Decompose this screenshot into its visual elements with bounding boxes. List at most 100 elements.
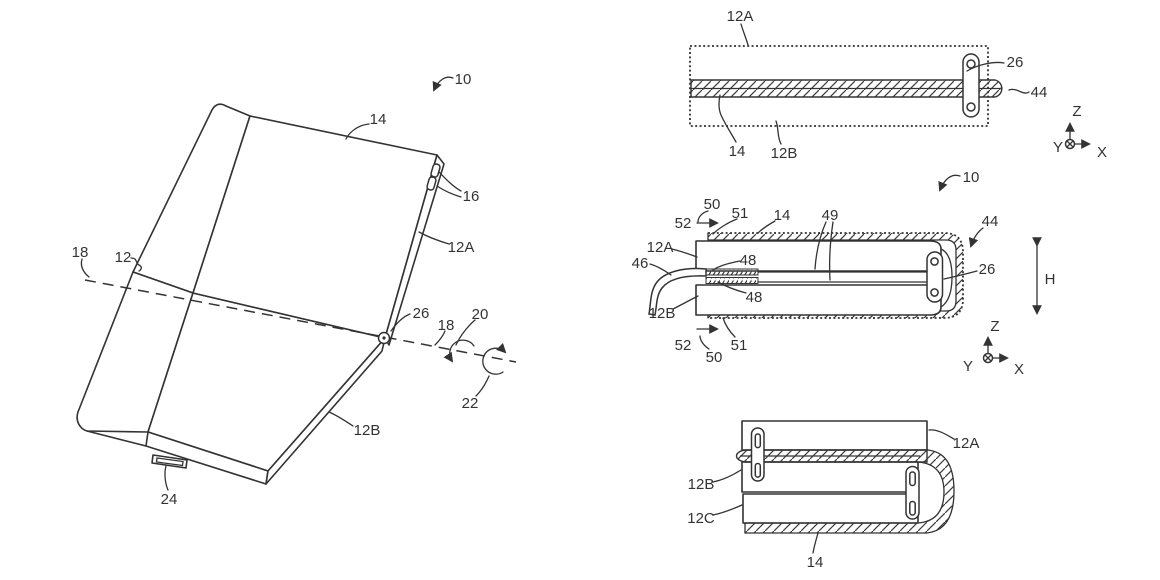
axis-label-z: Z xyxy=(990,318,999,335)
display-wrap-outer-edge xyxy=(708,232,964,319)
bracket-slot xyxy=(909,500,916,516)
leader-line xyxy=(712,260,741,271)
ref-label-48: 48 xyxy=(740,252,757,269)
ref-label-16: 16 xyxy=(463,188,480,205)
ref-label-12A: 12A xyxy=(448,239,475,256)
bracket-hole xyxy=(930,288,939,297)
leader-line xyxy=(812,532,819,554)
ref-label-12B: 12B xyxy=(688,476,715,493)
leader-line xyxy=(712,218,738,235)
leader-line xyxy=(966,61,1005,72)
hinge-bracket xyxy=(926,251,944,303)
ref-label-10: 10 xyxy=(963,169,980,186)
display-u-turn-outer-edge xyxy=(744,449,955,534)
leader-line xyxy=(455,319,476,346)
leader-line xyxy=(390,313,411,332)
ref-label-50: 50 xyxy=(704,196,721,213)
leader-line xyxy=(699,335,710,350)
leader-line xyxy=(968,227,984,248)
figure-2-side-view-unfolded: 12A 26 44 14 12B Z Y X xyxy=(689,8,1107,162)
fold-axis-dashed-line xyxy=(84,279,517,363)
ref-label-49: 49 xyxy=(822,207,839,224)
axis-y-into-page-icon xyxy=(1066,140,1074,148)
ref-label-51: 51 xyxy=(732,205,749,222)
ref-label-14: 14 xyxy=(807,554,824,571)
ref-label-12B: 12B xyxy=(649,305,676,322)
leader-line xyxy=(828,221,834,281)
side-button xyxy=(426,176,437,191)
leader-line xyxy=(775,120,782,145)
leader-line xyxy=(432,76,454,92)
figure-3-side-view-folded: 10 50 52 51 14 49 44 12A 46 48 48 26 12B… xyxy=(632,169,1056,378)
axis-label-x: X xyxy=(1097,144,1107,161)
axis-label-y: Y xyxy=(1053,139,1063,156)
rotation-arrow-20 xyxy=(443,339,475,363)
ref-label-12: 12 xyxy=(115,249,132,266)
bracket-hole xyxy=(966,59,976,69)
flex-cable xyxy=(648,267,707,316)
rotation-arrow-22 xyxy=(482,343,507,375)
ref-label-26: 26 xyxy=(413,305,430,322)
ref-label-12B: 12B xyxy=(771,145,798,162)
ref-label-14: 14 xyxy=(729,143,746,160)
leader-line xyxy=(434,330,446,346)
ref-label-14: 14 xyxy=(774,207,791,224)
leader-line xyxy=(328,411,354,427)
axis-label-y: Y xyxy=(963,358,973,375)
ref-label-52: 52 xyxy=(675,337,692,354)
lower-housing-12B xyxy=(695,284,942,316)
leader-line xyxy=(718,94,737,143)
leader-line xyxy=(1008,88,1030,94)
lower-panel-bottom-edge xyxy=(86,430,147,447)
leader-line xyxy=(722,317,736,338)
leader-line xyxy=(740,23,749,46)
housing-12A xyxy=(741,420,928,451)
ref-label-12A: 12A xyxy=(727,8,754,25)
bracket-slot xyxy=(754,433,762,449)
ref-label-26: 26 xyxy=(979,261,996,278)
hinge-point-dot xyxy=(382,336,386,340)
bracket-hole xyxy=(930,257,939,266)
leader-line xyxy=(928,429,955,440)
axis-label-z: Z xyxy=(1072,103,1081,120)
leader-line xyxy=(130,257,142,272)
ref-label-24: 24 xyxy=(161,491,178,508)
leader-line xyxy=(938,174,961,192)
display-wrap-inner-edge xyxy=(707,239,957,312)
axis-label-x: X xyxy=(1014,361,1024,378)
ref-label-12C: 12C xyxy=(687,510,715,527)
leader-line xyxy=(697,210,709,223)
figure-4-side-view-double-folded: 12A 12B 12C 14 xyxy=(687,420,980,571)
ref-label-12A: 12A xyxy=(647,239,674,256)
connector-block xyxy=(705,277,759,284)
ref-label-14: 14 xyxy=(370,111,387,128)
lower-panel-right-face xyxy=(265,337,386,485)
leader-line xyxy=(757,220,776,234)
leader-line xyxy=(717,281,747,294)
figure-1-perspective-view: 10 14 16 12A 12 18 26 18 20 22 12B 24 xyxy=(72,71,517,508)
ref-label-18: 18 xyxy=(438,317,455,334)
ref-label-50: 50 xyxy=(706,349,723,366)
upper-panel-right-face xyxy=(384,154,445,346)
ref-label-52: 52 xyxy=(675,215,692,232)
ref-label-18: 18 xyxy=(72,244,89,261)
housing-12B xyxy=(741,461,919,493)
ref-label-10: 10 xyxy=(455,71,472,88)
connector-block xyxy=(705,268,759,276)
leader-line xyxy=(712,504,743,516)
ref-label-51: 51 xyxy=(731,337,748,354)
ref-label-46: 46 xyxy=(632,255,649,272)
bracket-slot xyxy=(754,462,762,478)
display-u-turn-hatched xyxy=(745,450,954,533)
leader-line xyxy=(164,465,169,491)
ref-label-20: 20 xyxy=(472,306,489,323)
bracket-hole xyxy=(966,102,976,112)
leader-line xyxy=(712,469,742,483)
leader-line xyxy=(814,221,827,270)
left-side-strip-lower xyxy=(76,271,194,433)
ref-label-44: 44 xyxy=(1031,84,1048,101)
ref-label-12A: 12A xyxy=(953,435,980,452)
inner-display-layers xyxy=(757,271,929,283)
